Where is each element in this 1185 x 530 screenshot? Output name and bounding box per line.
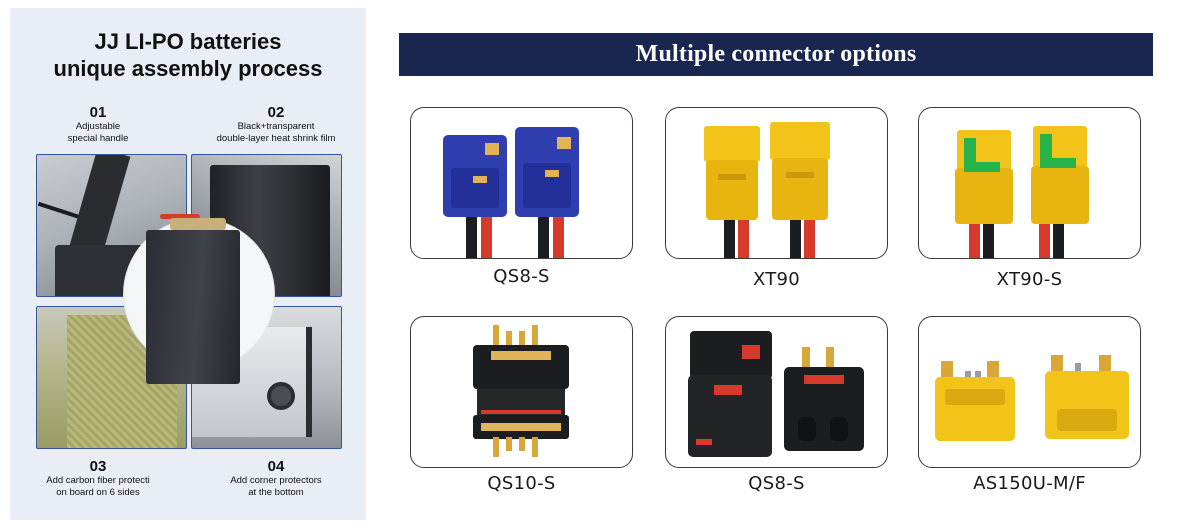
connector-card-qs10-s xyxy=(410,316,633,468)
step-text-line2: special handle xyxy=(67,133,129,144)
panel-title: JJ LI-PO batteries unique assembly proce… xyxy=(10,28,366,82)
step-text-line2: double-layer heat shrink film xyxy=(216,133,336,144)
battery-lead-graphic xyxy=(160,214,200,219)
panel-title-line1: JJ LI-PO batteries xyxy=(94,29,282,54)
step-number: 04 xyxy=(267,458,285,475)
step-text-line1: Add carbon fiber protecti xyxy=(46,475,150,486)
handle-photo xyxy=(36,154,187,297)
connector-card-as150u-m-f xyxy=(918,316,1141,468)
step-3-heading: 03 Add carbon fiber protecti on board on… xyxy=(10,458,186,499)
connector-card-qs8-s-black xyxy=(665,316,888,468)
panel-title-line2: unique assembly process xyxy=(53,56,323,81)
step-text-line1: Black+transparent xyxy=(237,121,315,132)
step-text-line1: Add corner protectors xyxy=(230,475,322,486)
connector-label-xt90-s: XT90-S xyxy=(996,269,1063,290)
connector-label-xt90: XT90 xyxy=(752,269,801,290)
step-1-heading: 01 Adjustable special handle xyxy=(10,104,186,145)
step-text-line2: on board on 6 sides xyxy=(56,487,140,498)
connector-options-header: Multiple connector options xyxy=(399,33,1153,76)
battery-product-image xyxy=(146,230,240,384)
qs8-s-blue-connector-image xyxy=(443,127,579,258)
connector-label-qs10-s: QS10-S xyxy=(487,473,556,494)
step-text-line1: Adjustable xyxy=(75,121,121,132)
qs10-s-connector-image xyxy=(473,325,569,457)
step-2-heading: 02 Black+transparent double-layer heat s… xyxy=(188,104,364,145)
step-text-line2: at the bottom xyxy=(248,487,304,498)
step-number: 03 xyxy=(89,458,107,475)
as150u-m-f-connector-image xyxy=(935,355,1129,441)
qs8-s-black-connector-image xyxy=(688,331,864,457)
connector-card-xt90-s xyxy=(918,107,1141,259)
battery-connector-graphic xyxy=(170,218,226,230)
connector-label-qs8-s: QS8-S xyxy=(493,266,550,287)
connector-card-xt90 xyxy=(665,107,888,259)
assembly-process-panel: JJ LI-PO batteries unique assembly proce… xyxy=(10,8,366,520)
connector-label-as150u-m-f: AS150U-M/F xyxy=(973,473,1086,494)
xt90-s-connector-image xyxy=(955,126,1089,258)
section-title: Multiple connector options xyxy=(635,41,917,67)
xt90-yellow-connector-image xyxy=(704,122,830,258)
step-number: 02 xyxy=(267,104,285,121)
step-4-heading: 04 Add corner protectors at the bottom xyxy=(188,458,364,499)
connector-card-qs8-s xyxy=(410,107,633,259)
connector-label-qs8-s-black: QS8-S xyxy=(748,473,805,494)
corner-protector-graphic xyxy=(267,382,295,410)
step-number: 01 xyxy=(89,104,107,121)
